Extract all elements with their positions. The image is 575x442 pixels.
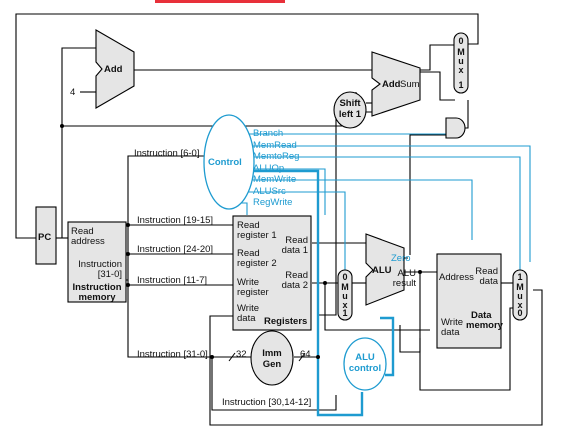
top-mux-shape [453, 32, 469, 94]
top-mux-x: x [458, 65, 464, 75]
bus-width-imm-in: 32 [236, 349, 247, 360]
reg-write-data-a: Write [237, 303, 259, 314]
title-bar [155, 0, 285, 3]
top-mux-0: 0 [458, 36, 464, 46]
instruction-field-rs1: Instruction [19-15] [137, 215, 214, 226]
signal-branch: Branch [253, 128, 284, 139]
dmem-read-data-2: data [479, 276, 499, 287]
dmem-title-2: memory [466, 320, 503, 331]
reg-read-register-2a: Read [237, 248, 260, 259]
instruction-field-funct: Instruction [30,14-12] [222, 397, 312, 408]
registers-title: Registers [264, 316, 308, 327]
alu-result-2: result [392, 278, 416, 289]
const-four-label: 4 [70, 87, 76, 98]
add-top-shape [95, 29, 135, 109]
imem-read-address-1: Read [71, 226, 94, 237]
alu-label: ALU [372, 265, 392, 276]
pc-label: PC [38, 232, 52, 243]
dmem-address: Address [439, 272, 474, 283]
top-mux-m: M [457, 47, 465, 57]
imm-gen-line-1: Imm [262, 348, 282, 359]
imm-gen-line-2: Gen [262, 359, 282, 370]
signal-memread: MemRead [253, 140, 297, 151]
wb-mux-0: 0 [517, 308, 523, 318]
alu-src-mux-1: 1 [342, 308, 348, 318]
reg-read-data-2a: Read [285, 270, 308, 281]
reg-read-register-1b: register 1 [237, 230, 277, 241]
signal-alusrc: ALUSrc [253, 186, 286, 197]
instruction-field-full: Instruction [31-0] [137, 349, 208, 360]
reg-write-register-b: register [237, 287, 269, 298]
imem-title-1: Instruction [72, 282, 122, 293]
signal-memtoreg: MemtoReg [253, 151, 300, 162]
imem-title-2: memory [78, 292, 116, 303]
alu-src-mux-m: M [341, 282, 349, 292]
add-sum-label: Sum [400, 79, 420, 90]
shift-left-shape [333, 91, 367, 129]
imem-read-address-2: address [71, 236, 105, 247]
signal-regwrite: RegWrite [253, 197, 293, 208]
shift-left-line-2: left 1 [338, 109, 362, 120]
alu-src-mux-u: u [342, 291, 348, 301]
dmem-write-data-2: data [441, 327, 460, 338]
alu-control-line-1: ALU [355, 352, 375, 363]
dmem-read-data-1: Read [475, 266, 498, 277]
instruction-field-rd: Instruction [11-7] [137, 275, 208, 286]
alu-zero-label: Zero [391, 253, 411, 264]
registers-shape [232, 215, 312, 331]
dmem-title-1: Data [471, 310, 492, 321]
imem-instruction-2: [31-0] [97, 269, 122, 280]
wb-mux-x: x [517, 300, 523, 310]
add-branch-label: Add [382, 79, 401, 90]
alu-shape [365, 233, 405, 306]
wb-mux-u: u [517, 291, 523, 301]
reg-read-register-2b: register 2 [237, 258, 277, 269]
reg-read-register-1a: Read [237, 220, 260, 231]
reg-read-data-2b: data 2 [281, 280, 308, 291]
signal-memwrite: MemWrite [253, 174, 297, 185]
wb-mux-1: 1 [517, 272, 523, 282]
alu-control-line-2: control [348, 363, 382, 374]
alu-result-1: ALU [397, 268, 416, 279]
pc-shape [35, 206, 57, 265]
instruction-memory-shape [67, 221, 127, 303]
reg-read-data-1b: data 1 [281, 245, 308, 256]
shift-left-line-1: Shift [339, 98, 361, 109]
control-shape [203, 114, 255, 210]
alu-control-shape [343, 337, 387, 391]
imem-instruction-1: Instruction [78, 259, 122, 270]
wb-mux-m: M [516, 282, 524, 292]
control-label: Control [208, 157, 242, 168]
reg-write-register-a: Write [237, 277, 259, 288]
top-mux-1: 1 [458, 80, 464, 90]
alu-src-mux-0: 0 [342, 272, 348, 282]
data-memory-shape [436, 253, 502, 349]
reg-write-data-b: data [237, 313, 256, 324]
top-mux-u: u [458, 56, 464, 66]
dmem-write-data-1: Write [441, 317, 463, 328]
and-gate-shape [445, 117, 466, 139]
add-top-label: Add [104, 64, 123, 75]
bus-width-imm-out: 64 [300, 349, 311, 360]
imm-gen-shape [250, 330, 294, 386]
wb-mux-shape [512, 269, 528, 321]
alu-src-mux-shape [337, 269, 353, 321]
reg-read-data-1a: Read [285, 235, 308, 246]
alu-src-mux-x: x [342, 300, 348, 310]
add-branch-shape [371, 51, 421, 117]
signal-aluop: ALUOp [253, 163, 285, 174]
instruction-field-opcode: Instruction [6-0] [134, 148, 200, 159]
instruction-field-rs2: Instruction [24-20] [137, 244, 214, 255]
